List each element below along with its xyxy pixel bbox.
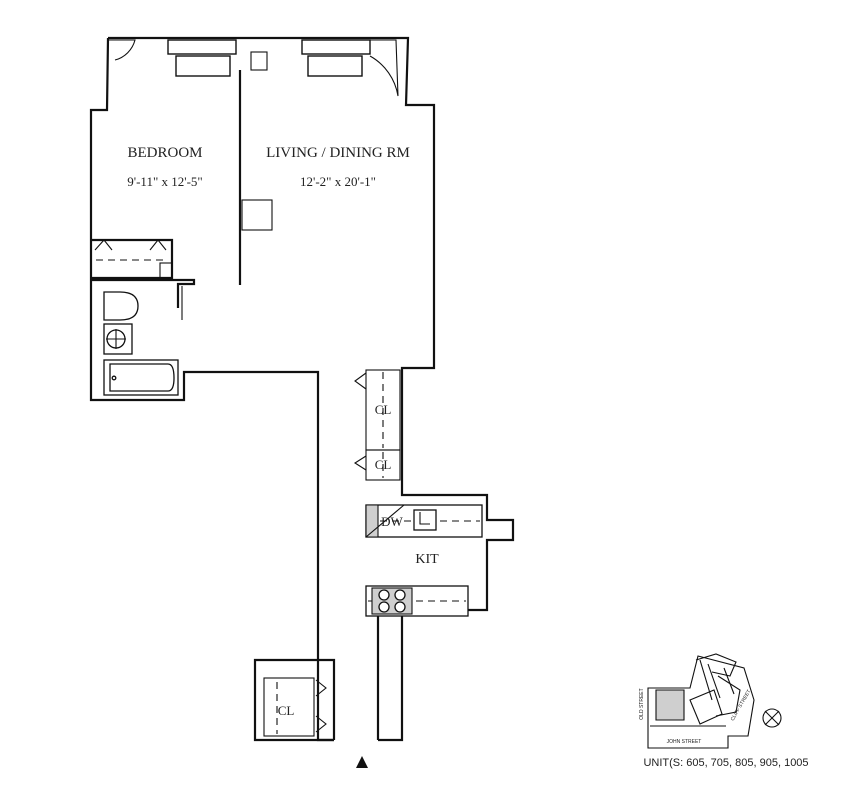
dishwasher-label: DW xyxy=(381,514,403,529)
compass-icon xyxy=(762,708,782,728)
entry-closet-label: CL xyxy=(278,703,295,718)
living-size: 12'-2" x 20'-1" xyxy=(300,174,376,189)
corridor-closets xyxy=(353,369,401,481)
units-label: UNIT(S: 605, 705, 805, 905, 1005 xyxy=(643,757,808,769)
bathroom xyxy=(92,278,196,396)
partition-wall xyxy=(238,70,273,285)
keyplan-street-right: CLIFF STREET xyxy=(730,689,753,722)
bedroom-label: BEDROOM xyxy=(127,145,202,161)
keyplan-street-left: OLD STREET xyxy=(639,688,645,719)
bedroom-closet xyxy=(92,238,174,280)
entry-closet xyxy=(263,677,327,737)
door-swings xyxy=(108,39,399,97)
bedroom-size: 9'-11" x 12'-5" xyxy=(127,174,202,189)
key-plan: OLD STREET JOHN STREET CLIFF STREET xyxy=(639,653,755,749)
kitchen xyxy=(365,504,483,617)
keyplan-street-bottom: JOHN STREET xyxy=(667,739,702,745)
entry-arrow-icon xyxy=(356,756,368,768)
windows xyxy=(167,39,371,77)
kitchen-label: KIT xyxy=(415,552,439,567)
closet-label-1: CL xyxy=(375,402,392,417)
closet-label-2: CL xyxy=(375,457,392,472)
living-label: LIVING / DINING RM xyxy=(266,145,410,161)
